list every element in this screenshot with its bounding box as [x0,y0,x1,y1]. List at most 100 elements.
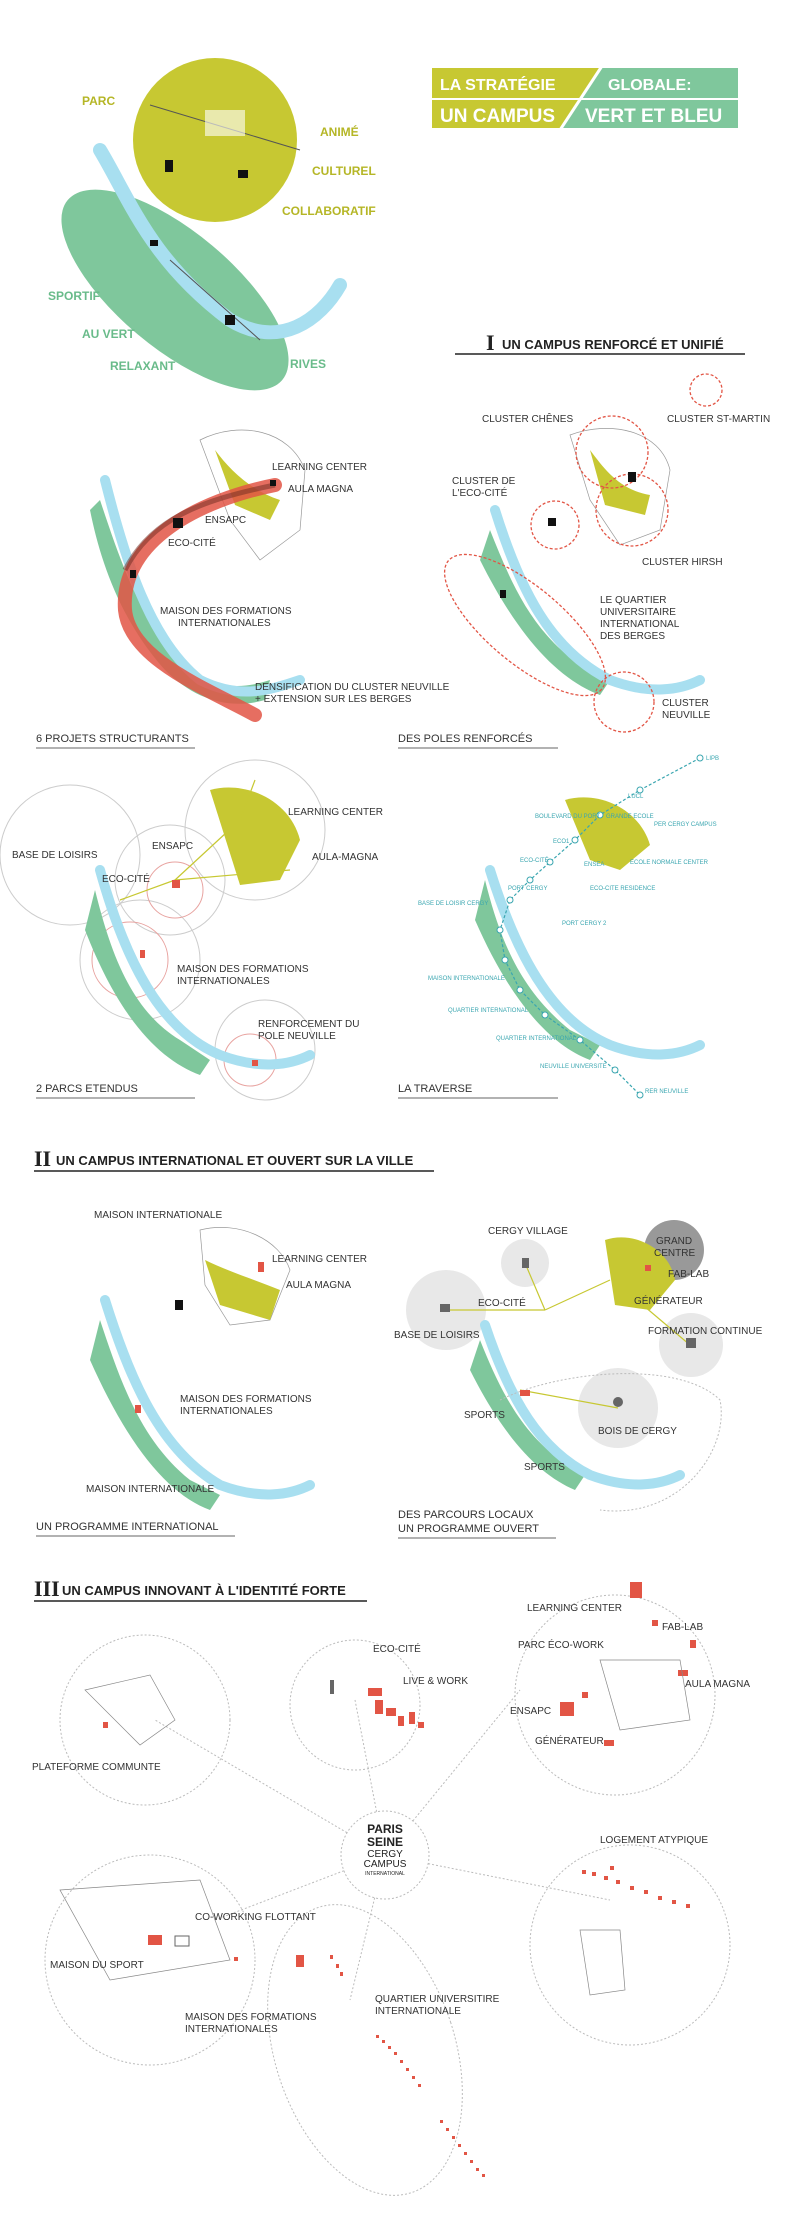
logo-line-5: INTERNATIONAL [365,1871,405,1877]
label-au-vert: AU VERT [82,327,135,341]
logo-line-2: SEINE [367,1835,403,1849]
top-map: PARC ANIMÉ CULTUREL COLLABORATIF SPORTIF… [48,58,376,391]
traverse-stop-15: NEUVILLE UNIVERSITE [540,1064,607,1070]
map-f-fablab: FAB-LAB [668,1269,709,1280]
title-line2-right: VERT ET BLEU [585,106,722,127]
traverse-stop-1: LUCL [628,794,644,800]
map-e-caption: UN PROGRAMME INTERNATIONAL [36,1521,219,1533]
rives-ellipse [61,189,289,391]
map-e-aula: AULA MAGNA [286,1280,351,1291]
traverse-line [499,757,701,1096]
map-c-base: BASE DE LOISIRS [12,850,98,861]
cluster-parc: PARC ÉCO-WORK [518,1638,604,1651]
map-a-aula-magna: AULA MAGNA [288,484,353,495]
cluster-generateur: GÉNÉRATEUR [535,1734,604,1747]
traverse-stop-14: QUARTIER INTERNATIONAL [496,1036,577,1042]
label-collaboratif: COLLABORATIF [282,204,376,218]
map-a-maison-1: MAISON DES FORMATIONS [160,606,292,617]
map-f-bois: BOIS DE CERGY [598,1426,677,1437]
section-1-header: I UN CAMPUS RENFORCÉ ET UNIFIÉ [455,330,745,355]
map-programme-international: MAISON INTERNATIONALE LEARNING CENTER AU… [36,1210,367,1537]
section-2-numeral: II [34,1146,51,1171]
traverse-stop-5: ECO-CITÉ [520,857,549,864]
traverse-stop-13: QUARTIER INTERNATIONAL [448,1008,529,1014]
traverse-stop-8: ECOLE NORMALE CENTER [630,860,709,866]
traverse-stop-7: ENSEA [584,862,604,868]
cluster-eco: ECO-CITÉ [373,1642,421,1655]
label-relaxant: RELAXANT [110,359,176,373]
map-b-chenes: CLUSTER CHÊNES [482,412,573,425]
traverse-stop-16: RER NEUVILLE [645,1089,688,1095]
map-b-quartier-2: UNIVERSITAIRE [600,607,676,618]
label-sportif: SPORTIF [48,289,100,303]
section-2-title: UN CAMPUS INTERNATIONAL ET OUVERT SUR LA… [56,1153,414,1168]
map-c-maison-2: INTERNATIONALES [177,976,270,987]
map-c-maison-1: MAISON DES FORMATIONS [177,964,309,975]
section-3-header: III UN CAMPUS INNOVANT À L'IDENTITÉ FORT… [34,1576,367,1602]
section-2-header: II UN CAMPUS INTERNATIONAL ET OUVERT SUR… [34,1146,434,1172]
section-3-numeral: III [34,1576,60,1601]
map-f-grand-1: GRAND [656,1236,692,1247]
map-b-hirsh: CLUSTER HIRSH [642,557,723,568]
map-f-sports-1: SPORTS [464,1410,505,1421]
map-f-caption-1: DES PARCOURS LOCAUX [398,1509,534,1521]
map-f-eco: ECO-CITÉ [478,1296,526,1309]
map-b-eco-2: L'ECO-CITÉ [452,486,508,499]
map-a-maison-2: INTERNATIONALES [178,618,271,629]
title-line1-left: LA STRATÉGIE [440,75,556,94]
logo-line-4: CAMPUS [364,1859,407,1870]
map-a-ensapc: ENSAPC [205,515,246,526]
map-f-base: BASE DE LOISIRS [394,1330,480,1341]
map-6-projets: LEARNING CENTER AULA MAGNA ENSAPC ECO-CI… [36,429,450,749]
map-f-village: CERGY VILLAGE [488,1226,568,1237]
map-c-ensapc: ENSAPC [152,841,193,852]
cluster-quartier-1: QUARTIER UNIVERSITIRE [375,1994,500,2005]
map-f-generateur: GÉNÉRATEUR [634,1294,703,1307]
traverse-stop-11: BASE DE LOISIR CERGY [418,901,488,907]
traverse-stop-2: BOULEVARD DU PORT [535,814,600,820]
map-f-sports-2: SPORTS [524,1462,565,1473]
label-anime: ANIMÉ [320,124,359,139]
map-b-eco-1: CLUSTER DE [452,476,516,487]
map-a-eco-cite: ECO-CITÉ [168,536,216,549]
cluster-coworking: CO-WORKING FLOTTANT [195,1912,316,1923]
cluster-maison-sport: MAISON DU SPORT [50,1960,144,1971]
map-b-caption: DES POLES RENFORCÉS [398,732,532,745]
map-parcours: CERGY VILLAGE GRAND CENTRE FAB-LAB ECO-C… [394,1220,763,1539]
traverse-stop-17: ECO1 [553,839,570,845]
map-a-densification-2: + EXTENSION SUR LES BERGES [255,694,412,705]
map-e-maison-2: INTERNATIONALES [180,1406,273,1417]
map-c-learning: LEARNING CENTER [288,807,383,818]
traverse-stop-6: ECO-CITE RESIDENCE [590,886,655,892]
map-f-caption-2: UN PROGRAMME OUVERT [398,1523,539,1535]
cluster-live-work: LIVE & WORK [403,1676,468,1687]
map-parcs: BASE DE LOISIRS LEARNING CENTER ENSAPC A… [0,759,383,1101]
map-a-caption: 6 PROJETS STRUCTURANTS [36,733,189,745]
map-b-neuville-1: CLUSTER [662,698,709,709]
map-b-quartier-4: DES BERGES [600,631,665,642]
label-rives: RIVES [290,357,326,371]
cluster-maison-1: MAISON DES FORMATIONS [185,2012,317,2023]
map-c-eco: ECO-CITÉ [102,872,150,885]
parc-circle [133,58,297,222]
label-parc: PARC [82,94,115,108]
map-c-caption: 2 PARCS ETENDUS [36,1083,138,1095]
map-e-maison-int-2: MAISON INTERNATIONALE [86,1484,214,1495]
map-f-grand-2: CENTRE [654,1248,695,1259]
map-d-caption: LA TRAVERSE [398,1083,472,1095]
cluster-logement: LOGEMENT ATYPIQUE [600,1835,708,1846]
cluster-quartier-2: INTERNATIONALE [375,2006,461,2017]
map-b-neuville-2: NEUVILLE [662,710,711,721]
map-e-maison-1: MAISON DES FORMATIONS [180,1394,312,1405]
map-c-renf-1: RENFORCEMENT DU [258,1019,359,1030]
section-1-title: UN CAMPUS RENFORCÉ ET UNIFIÉ [502,337,724,352]
map-a-learning-center: LEARNING CENTER [272,462,367,473]
map-b-quartier-1: LE QUARTIER [600,595,667,606]
section-1-numeral: I [486,330,495,355]
logo-circle [340,1810,430,1900]
map-poles: CLUSTER CHÊNES CLUSTER ST-MARTIN CLUSTER… [398,373,770,749]
logo-line-3: CERGY [367,1849,403,1860]
cluster-plateforme: PLATEFORME COMMUNTE [32,1762,161,1773]
map-a-densification-1: DENSIFICATION DU CLUSTER NEUVILLE [255,682,450,693]
map-c-renf-2: POLE NEUVILLE [258,1031,336,1042]
